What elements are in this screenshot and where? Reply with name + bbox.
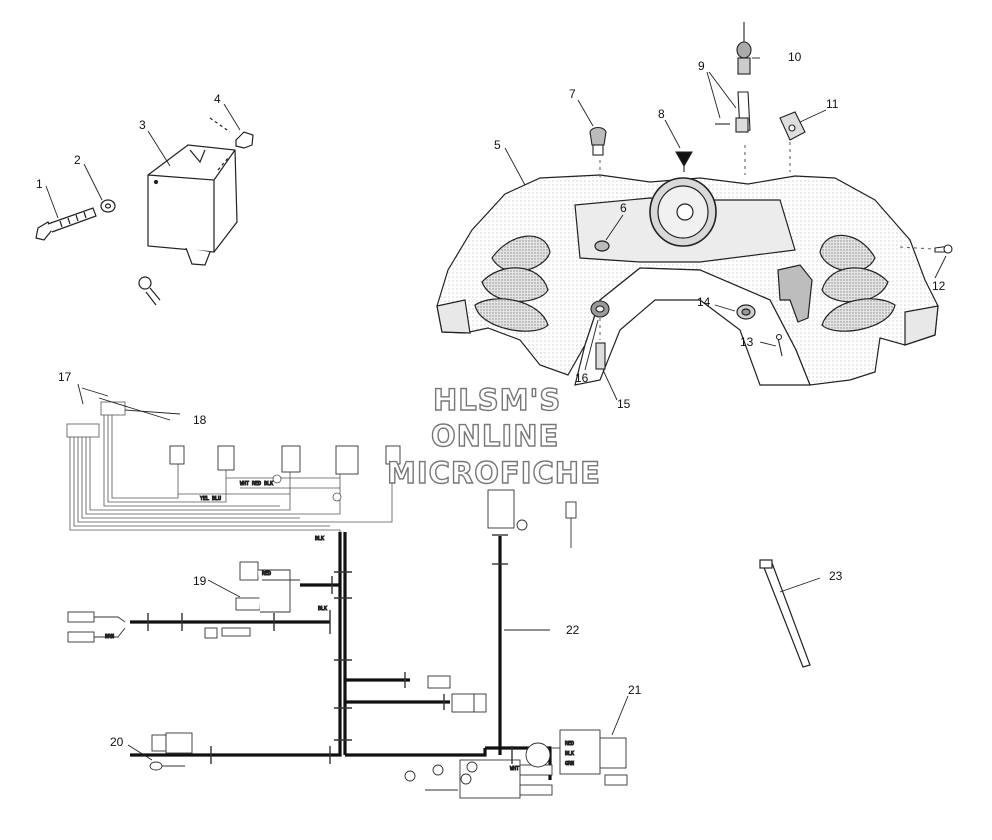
callout-18: 18 — [193, 413, 207, 427]
regulator-assembly — [35, 117, 254, 306]
watermark-line-1: HLSM'S — [433, 383, 561, 417]
callout-16: 16 — [575, 371, 589, 385]
headlight-pod — [436, 174, 939, 386]
left-vents — [474, 235, 551, 332]
svg-text:BLK: BLK — [315, 536, 324, 542]
wiring-harness: WHT RED BLK YEL BLU BLK RED BLK BRN WHT … — [66, 401, 628, 799]
svg-text:BLK: BLK — [318, 606, 327, 612]
callout-22: 22 — [566, 623, 580, 637]
callout-2: 2 — [74, 153, 81, 167]
callout-10: 10 — [788, 50, 802, 64]
callout-9: 9 — [698, 59, 705, 73]
callout-12: 12 — [932, 279, 946, 293]
leader-lines — [45, 57, 947, 761]
callout-23: 23 — [829, 569, 843, 583]
callout-8: 8 — [658, 107, 665, 121]
callout-14: 14 — [697, 295, 711, 309]
callout-3: 3 — [139, 118, 146, 132]
callout-20: 20 — [110, 735, 124, 749]
callout-7: 7 — [569, 87, 576, 101]
callout-1: 1 — [36, 177, 43, 191]
callout-21: 21 — [628, 683, 642, 697]
cable-tie-part-23 — [759, 559, 811, 668]
callout-labels: 1 2 3 4 5 6 7 8 9 10 11 12 13 14 15 16 1… — [36, 50, 946, 749]
bolt-part-1 — [35, 207, 97, 241]
callout-13: 13 — [740, 335, 754, 349]
callout-11: 11 — [826, 97, 839, 111]
svg-text:BLK: BLK — [565, 751, 574, 757]
svg-text:GRN: GRN — [565, 761, 574, 767]
callout-19: 19 — [193, 574, 207, 588]
watermark-line-3: MICROFICHE — [387, 456, 601, 490]
right-vents — [819, 234, 896, 332]
svg-text:RED: RED — [262, 571, 271, 577]
nut-part-4 — [235, 131, 254, 149]
pod-hardware — [589, 22, 953, 370]
svg-text:RED: RED — [565, 741, 574, 747]
svg-text:BRN: BRN — [105, 634, 114, 640]
washer-part-2 — [100, 199, 116, 213]
regulator-part-3 — [147, 144, 238, 266]
svg-text:WHT: WHT — [510, 766, 519, 772]
svg-text:WHT RED BLK: WHT RED BLK — [240, 481, 273, 487]
callout-5: 5 — [494, 138, 501, 152]
watermark: HLSM'S ONLINE MICROFICHE — [386, 382, 601, 490]
callout-4: 4 — [214, 92, 221, 106]
watermark-line-2: ONLINE — [431, 419, 559, 453]
callout-15: 15 — [617, 397, 631, 411]
callout-17: 17 — [58, 370, 72, 384]
ring-terminal — [138, 276, 161, 306]
callout-6: 6 — [620, 201, 627, 215]
svg-text:YEL BLU: YEL BLU — [200, 496, 221, 502]
